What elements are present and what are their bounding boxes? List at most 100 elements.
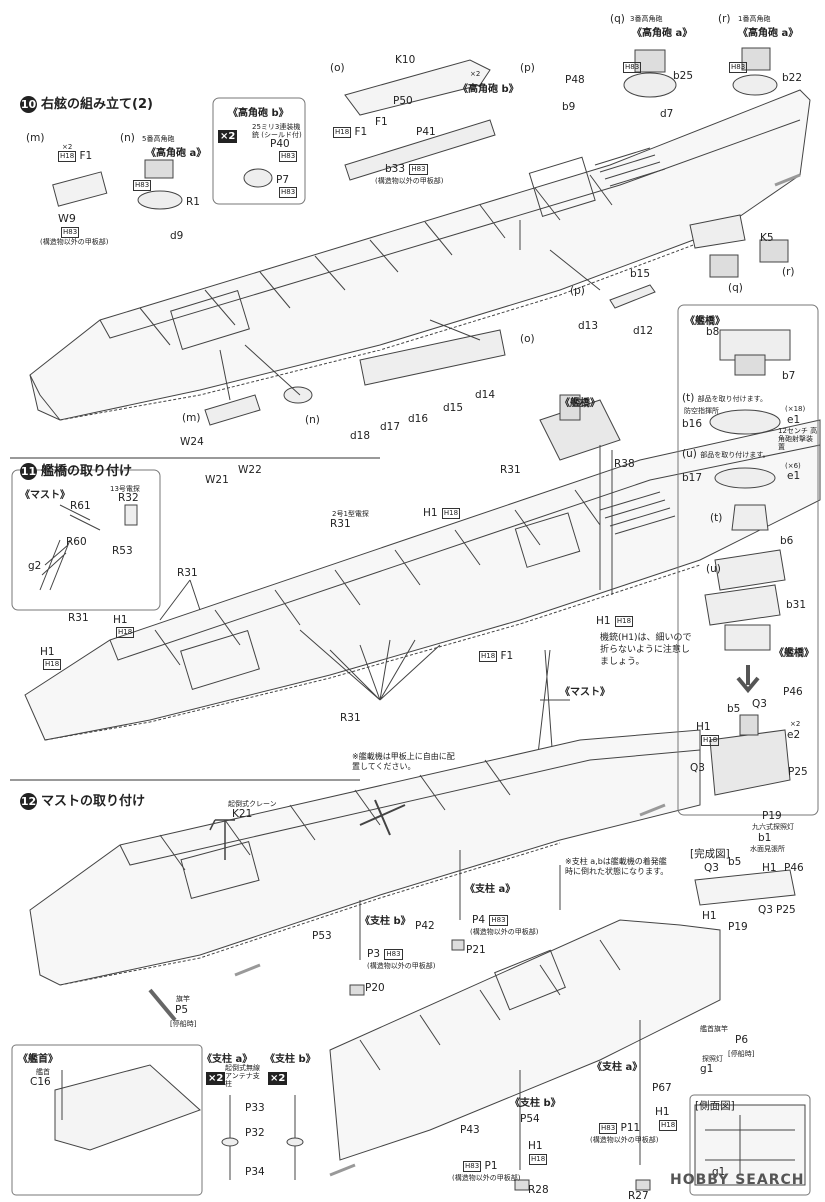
section-t-label-2: (t): [710, 512, 723, 524]
section-u-label: (u) 部品を取り付けます。: [682, 448, 770, 460]
part-b16-label: b16: [682, 418, 703, 430]
x2-badge-2: ×2: [206, 1072, 226, 1085]
part-p50-label: P50: [393, 95, 413, 107]
part-b33-label: b33 H83: [385, 163, 428, 175]
part-h1-label-8: H1: [655, 1106, 670, 1118]
part-q3-label-4: Q3: [758, 904, 773, 916]
suijo-note: 水面見張所: [750, 845, 785, 853]
hokan-note: 艦首旗竿: [700, 1025, 728, 1033]
part-h1-label-6: H1: [40, 646, 55, 658]
hakuhoki-note: 旗竿: [176, 995, 190, 1003]
teihaku-tag-1: [停船時]: [170, 1020, 197, 1028]
crane-note: 起倒式クレーン: [228, 800, 277, 808]
part-p6-label: P6: [735, 1034, 749, 1046]
part-r1-label: R1: [186, 196, 200, 208]
part-p19-label: P19: [762, 810, 782, 822]
h83-tag-2: H83: [133, 180, 152, 191]
part-p4-label: P4 H83: [472, 914, 508, 926]
shichu-b-title-3: 《支柱 b》: [265, 1054, 316, 1065]
part-p41-label: P41: [416, 126, 436, 138]
section-m-label-2: (m): [182, 412, 201, 424]
part-d16-label: d16: [408, 413, 429, 425]
part-p53-label: P53: [312, 930, 332, 942]
ship-hull-step11: [24, 419, 821, 741]
part-w9-shape: [52, 171, 108, 207]
part-p1-label: H83 P1: [463, 1160, 498, 1172]
part-h1-label-7: H1 H18: [596, 615, 634, 627]
kanjoki-note: ※艦載機は甲板上に自由に配置してください。: [352, 752, 455, 771]
h18-tag-b: H18: [43, 659, 62, 670]
part-p46-label: P46: [783, 686, 803, 698]
shichu-b-title-2: 《支柱 b》: [510, 1098, 561, 1109]
part-e1-label-2: e1: [787, 470, 801, 482]
part-c16-label: C16: [30, 1076, 51, 1088]
section-p-label: (p): [520, 62, 535, 74]
part-d17-label: d17: [380, 421, 401, 433]
kokakuho-a-title-3: 《高角砲 a》: [738, 28, 799, 39]
kijuu12-note: 12センチ 高角砲射撃装置: [778, 427, 818, 451]
part-p5-label: P5: [175, 1004, 189, 1016]
h83-tag: H83: [61, 227, 80, 238]
part-f1-label-3: H18 F1: [333, 126, 368, 138]
part-k10-label: K10: [395, 54, 416, 66]
part-k5-shape: [689, 214, 746, 249]
part-p48-label: P48: [565, 74, 585, 86]
part-r31-label-1: R31: [500, 464, 521, 476]
part-p11-label: H83 P11: [599, 1122, 641, 1134]
part-r32-label: R32: [118, 492, 139, 504]
part-f1-label: H18 F1: [58, 150, 93, 162]
part-p40-label: P40: [270, 138, 290, 150]
goban-note: 5番高角砲: [142, 135, 175, 143]
sokyo-note: 13号電探: [110, 485, 140, 493]
kozo-note-4: (構造物以外の甲板部): [367, 962, 436, 970]
part-p19-label-2: P19: [728, 921, 748, 933]
mast-inset-shape: [39, 504, 101, 591]
part-r38-label: R38: [614, 458, 635, 470]
kokakuho-b-title-1: 《高角砲 b》: [228, 108, 289, 119]
part-p42-label: P42: [415, 920, 435, 932]
kozo-note-2: (構造物以外の甲板部): [375, 177, 444, 185]
section-o-label: (o): [330, 62, 345, 74]
part-b1-label: b1: [758, 832, 772, 844]
part-d9-label: d9: [170, 230, 184, 242]
part-b7-label: b7: [782, 370, 796, 382]
section-t-label: (t) 部品を取り付けます。: [682, 392, 767, 404]
part-q3-label-2: Q3: [690, 762, 705, 774]
part-e1-label: e1: [787, 414, 801, 426]
part-q3-label: Q3: [752, 698, 767, 710]
boku-note: 防空指揮所: [684, 407, 719, 415]
part-p43-label: P43: [460, 1124, 480, 1136]
section-n-label-2: (n): [305, 414, 320, 426]
kankyo-title-3: 《艦橋》: [560, 398, 600, 409]
shichu-note: ※支柱 a,bは艦載機の着発艦時に倒れた状態になります。: [565, 857, 669, 876]
section-q-label: (q): [610, 13, 625, 25]
sokumen-title: [側面図]: [695, 1100, 735, 1112]
kozo-note-3: (構造物以外の甲板部): [470, 928, 539, 936]
part-b17-label: b17: [682, 472, 703, 484]
part-p25-label: P25: [788, 766, 808, 778]
x18-note: (×18): [785, 405, 806, 413]
h83-tag-3: H83: [279, 151, 298, 162]
part-b16-shape: [709, 409, 781, 435]
part-p21-label: P21: [466, 944, 486, 956]
kanmi-title: 《艦首》: [18, 1054, 58, 1065]
shichu-a-title-2: 《支柱 a》: [592, 1062, 643, 1073]
part-k5-label: K5: [760, 232, 774, 244]
kanbyo-note: 艦首: [36, 1068, 50, 1076]
part-b5-label-2: b5: [728, 856, 742, 868]
part-r31-label-4: R31: [68, 612, 89, 624]
nanakyu-note: 九六式探照灯: [752, 823, 794, 831]
kikisenpo-note: 起倒式無線アンテナ支柱: [225, 1064, 260, 1088]
kokakuho-a-title-1: 《高角砲 a》: [146, 148, 207, 159]
part-p33-label: P33: [245, 1102, 265, 1114]
part-p20-label: P20: [365, 982, 385, 994]
section-o-label-2: (o): [520, 333, 535, 345]
section-r-label-2: (r): [782, 266, 795, 278]
kijuu25-note: 25ミリ3連装機銃 (シールド付): [252, 123, 302, 139]
h18-tag-r: H18: [701, 735, 720, 746]
h18-tag-d: H18: [529, 1154, 548, 1165]
part-d14-label: d14: [475, 389, 496, 401]
section-q-label-2: (q): [728, 282, 743, 294]
